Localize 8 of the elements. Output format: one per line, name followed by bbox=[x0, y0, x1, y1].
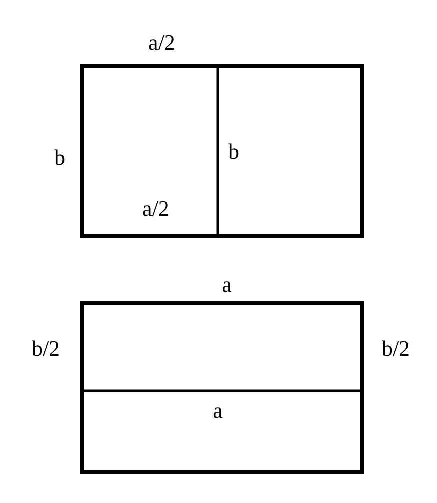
side-length-label: a/2 bbox=[148, 32, 176, 54]
side-length-label: b/2 bbox=[382, 338, 410, 360]
side-length-label: a bbox=[222, 274, 232, 296]
side-length-label: b bbox=[228, 141, 240, 163]
side-length-label: b/2 bbox=[32, 338, 60, 360]
side-length-label: b bbox=[54, 147, 66, 169]
side-length-label: a bbox=[213, 400, 223, 422]
side-length-label: a/2 bbox=[142, 198, 170, 220]
